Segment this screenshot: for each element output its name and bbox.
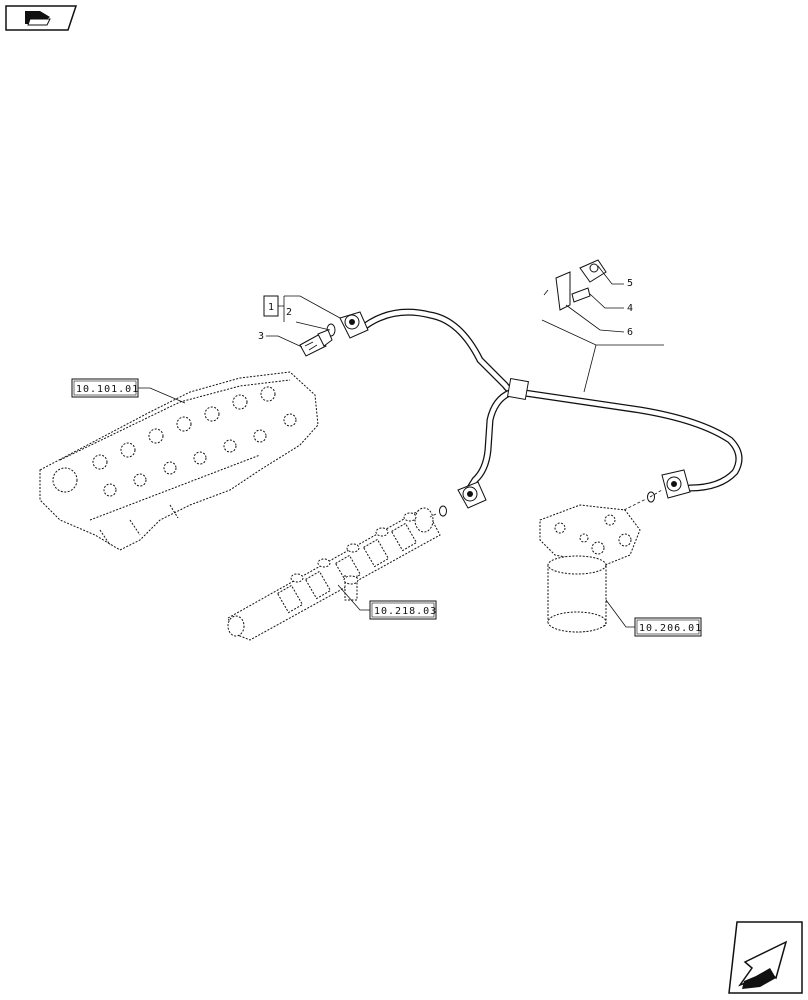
ref-engine-label: 10.101.01 bbox=[76, 384, 139, 395]
banjo-fitting-engine bbox=[339, 311, 369, 339]
callout-2-label: 2 bbox=[286, 307, 292, 318]
callout-6[interactable]: 6 bbox=[565, 304, 633, 338]
leader-group bbox=[541, 319, 664, 393]
fuel-rail bbox=[227, 507, 441, 641]
clamp-bracket bbox=[543, 259, 607, 311]
nav-back-icon[interactable] bbox=[5, 5, 78, 31]
callout-2[interactable]: 2 bbox=[278, 295, 341, 331]
callout-4-label: 4 bbox=[627, 303, 633, 314]
callout-4[interactable]: 4 bbox=[589, 293, 633, 314]
ref-rail-label: 10.218.03 bbox=[374, 606, 437, 617]
banjo-fitting-filter bbox=[661, 469, 691, 499]
ref-engine[interactable]: 10.101.01 bbox=[71, 378, 186, 404]
ref-filter[interactable]: 10.206.01 bbox=[605, 599, 702, 637]
ref-rail[interactable]: 10.218.03 bbox=[337, 584, 437, 620]
callout-1-label: 1 bbox=[268, 302, 274, 313]
next-page-arrow-icon[interactable] bbox=[728, 921, 803, 994]
callout-6-label: 6 bbox=[627, 327, 633, 338]
banjo-fitting-rail bbox=[457, 481, 487, 509]
callout-3-label: 3 bbox=[258, 331, 264, 342]
ref-filter-label: 10.206.01 bbox=[639, 623, 702, 634]
fuel-filter bbox=[539, 504, 641, 633]
seal-ring bbox=[647, 491, 655, 503]
callout-5-label: 5 bbox=[627, 278, 633, 289]
seal-ring bbox=[439, 505, 447, 517]
callout-1[interactable]: 1 bbox=[263, 295, 279, 317]
callout-5[interactable]: 5 bbox=[597, 265, 633, 289]
adapter-fitting bbox=[299, 329, 333, 357]
fuel-pipe bbox=[356, 308, 743, 492]
engine-block bbox=[39, 371, 319, 551]
callout-3[interactable]: 3 bbox=[258, 331, 303, 348]
